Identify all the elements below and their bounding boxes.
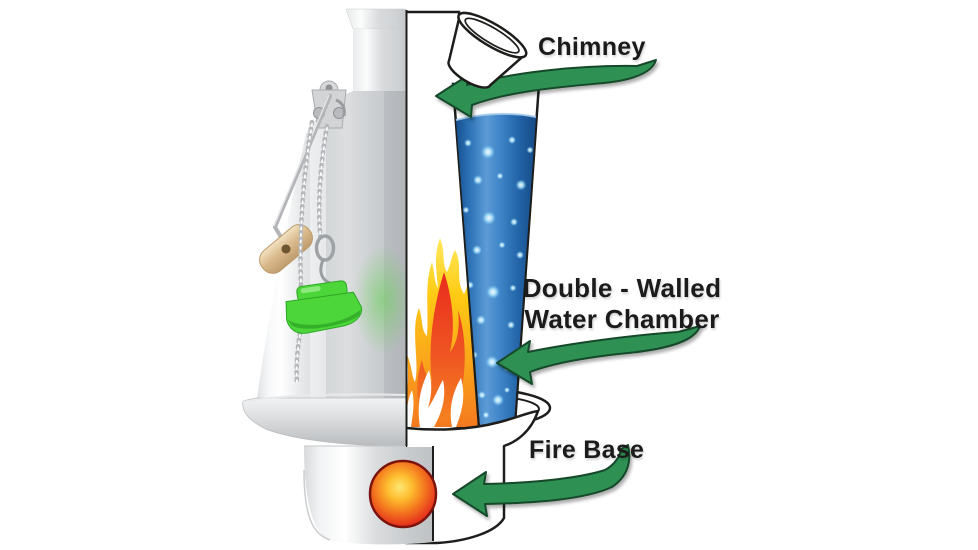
kettle-cap-cup	[447, 11, 528, 89]
water-chamber-label-line2: Water Chamber	[524, 304, 720, 334]
bowl-rim-highlight	[242, 393, 407, 403]
water-fill	[456, 113, 536, 425]
kettle-neck	[353, 29, 406, 91]
chimney-arrow-icon	[435, 59, 657, 118]
water-bubbles	[462, 136, 534, 419]
waterline	[455, 112, 537, 121]
mount-bracket	[311, 80, 347, 129]
kettle-neck-rim	[345, 8, 407, 30]
wooden-grip	[259, 224, 313, 274]
kettle-cutaway-half	[400, 10, 552, 545]
carabiner-clip	[314, 234, 336, 285]
ember-ball	[368, 459, 438, 529]
hanging-chain	[294, 119, 330, 387]
water-chamber-arrow-icon	[496, 325, 701, 385]
green-stopper	[285, 280, 363, 334]
base-shading	[303, 469, 331, 541]
fire-base-label: Fire Base	[529, 436, 645, 464]
fire-base-cylinder	[404, 409, 540, 545]
water-chamber-label-line1: Double - Walled	[522, 273, 722, 303]
fire-base-arrow-icon	[452, 444, 631, 517]
chimney-label: Chimney	[538, 33, 646, 61]
base-bowl-photo	[242, 397, 407, 447]
stopper-reflection	[353, 245, 413, 355]
water-chamber-label: Double - Walled Water Chamber	[512, 273, 732, 335]
annotation-arrows	[435, 59, 701, 517]
water-column	[451, 82, 541, 429]
